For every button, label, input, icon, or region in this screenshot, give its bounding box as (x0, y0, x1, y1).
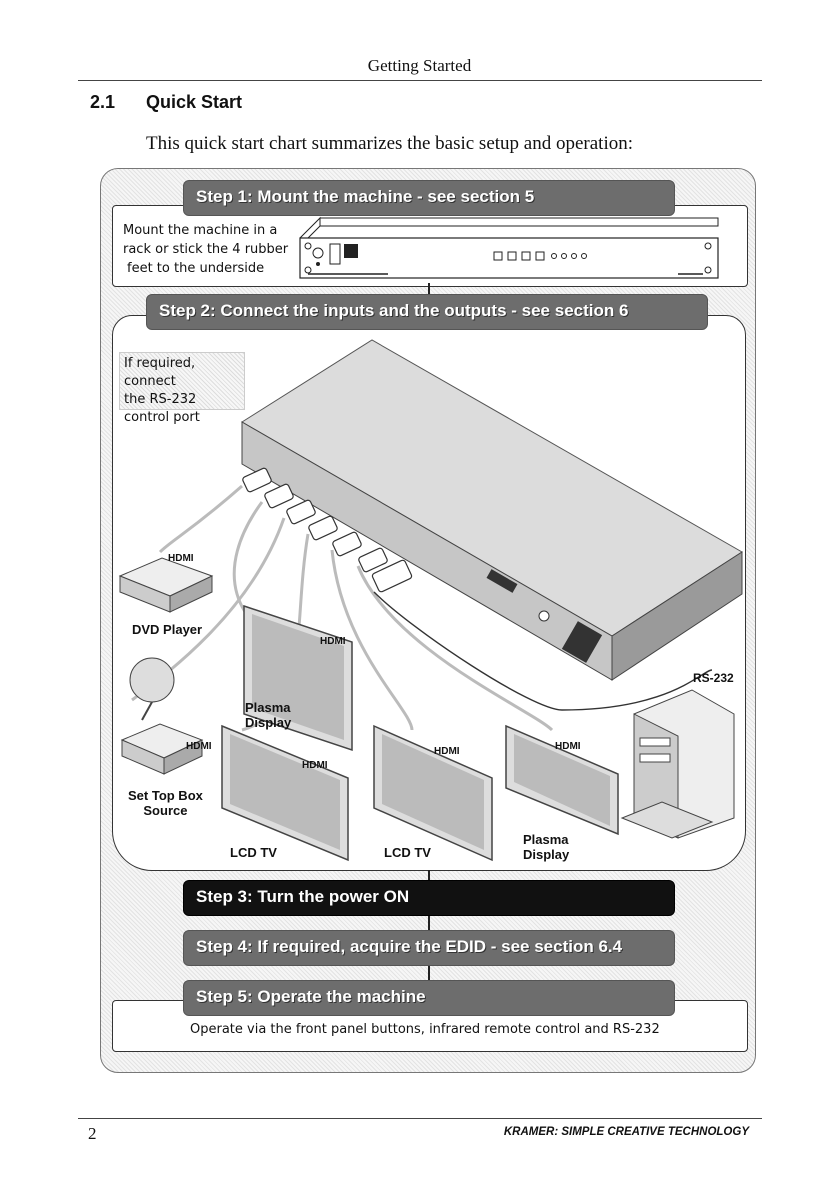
settop-label: Set Top Box Source (128, 788, 203, 818)
dvd-player-label: DVD Player (132, 622, 203, 637)
step1-note-line: feet to the underside (127, 261, 265, 276)
settop-label-line: Source (143, 803, 188, 818)
hdmi-label-dvd: HDMI (168, 553, 194, 564)
section-number: 2.1 (90, 92, 116, 112)
step2-bar: Step 2: Connect the inputs and the outpu… (146, 294, 708, 330)
hdmi-label-lcd1: HDMI (302, 760, 328, 771)
plasma1-label-line: Plasma (245, 700, 291, 715)
settop-label-line: Set Top Box (128, 788, 203, 803)
step-connector (428, 283, 430, 297)
header-rule (78, 80, 762, 81)
hdmi-label-settop: HDMI (186, 741, 212, 752)
plasma1-label: Plasma Display (245, 700, 291, 730)
hdmi-label-plasma2: HDMI (555, 741, 581, 752)
machine-front-panel (299, 216, 719, 279)
plasma2-label-line: Display (523, 847, 570, 862)
footer-tagline: KRAMER: SIMPLE CREATIVE TECHNOLOGY (503, 1126, 749, 1138)
step-connector (428, 966, 430, 980)
step5-note: Operate via the front panel buttons, inf… (190, 1022, 660, 1037)
rs232-label: RS-232 (693, 671, 734, 685)
rs232-note-line: If required, connect (124, 356, 196, 389)
section-title: Quick Start (146, 92, 243, 112)
lcd2-label: LCD TV (384, 845, 431, 860)
rs232-note-line: control port (124, 410, 200, 425)
rs232-note-line: the RS-232 (124, 392, 197, 407)
step-connector (428, 870, 430, 882)
step5-bar: Step 5: Operate the machine (183, 980, 675, 1016)
step-connector (428, 916, 430, 930)
step4-bar: Step 4: If required, acquire the EDID - … (183, 930, 675, 966)
step1-note-line: Mount the machine in a (123, 223, 278, 238)
step1-note: Mount the machine in a rack or stick the… (123, 221, 288, 278)
step3-bar: Step 3: Turn the power ON (183, 880, 675, 916)
matrix-switcher-rear (241, 339, 743, 681)
connection-diagram (118, 339, 743, 862)
page-number: 2 (88, 1124, 97, 1143)
lcd1-label: LCD TV (230, 845, 277, 860)
step1-note-line: rack or stick the 4 rubber (123, 242, 289, 257)
hdmi-label-lcd2: HDMI (434, 746, 460, 757)
step1-bar: Step 1: Mount the machine - see section … (183, 180, 675, 216)
plasma1-label-line: Display (245, 715, 292, 730)
plasma2-label: Plasma Display (523, 832, 569, 862)
intro-text: This quick start chart summarizes the ba… (146, 133, 633, 154)
plasma2-label-line: Plasma (523, 832, 569, 847)
footer-rule (78, 1118, 762, 1119)
rs232-note: If required, connect the RS-232 control … (119, 352, 245, 425)
hdmi-label-plasma1: HDMI (320, 636, 346, 647)
running-head: Getting Started (367, 56, 472, 75)
